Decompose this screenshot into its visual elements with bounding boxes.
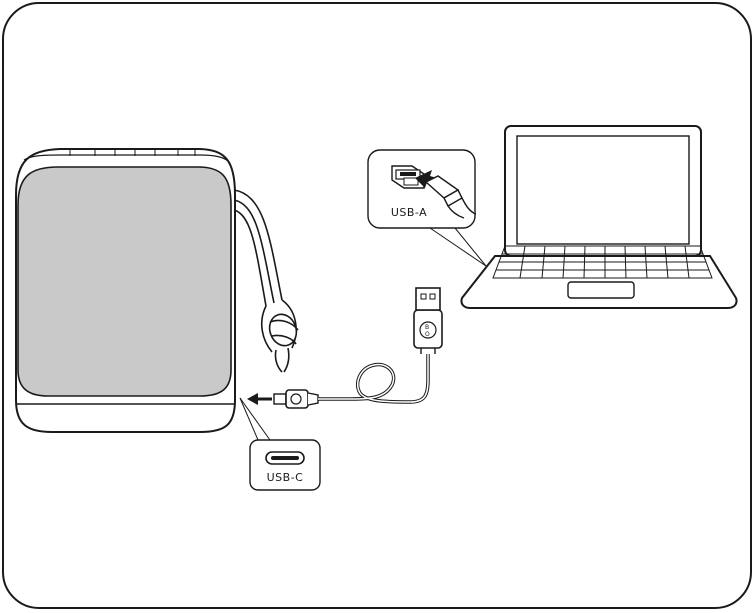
usb-a-plug: B O xyxy=(414,288,442,354)
arrow-left-icon xyxy=(247,393,272,405)
speaker-strap xyxy=(234,190,301,372)
usb-c-label: USB-C xyxy=(267,471,304,484)
laptop-screen xyxy=(517,136,689,244)
usb-cable: B O xyxy=(274,288,442,408)
svg-text:B: B xyxy=(425,324,429,331)
usb-a-label: USB-A xyxy=(391,206,427,219)
laptop xyxy=(461,126,736,308)
svg-text:O: O xyxy=(425,331,430,338)
speaker-grille xyxy=(18,167,231,396)
speaker xyxy=(16,149,301,432)
usb-c-plug xyxy=(274,390,318,408)
usb-a-callout: USB-A xyxy=(368,150,486,266)
usb-c-callout: USB-C xyxy=(240,398,320,490)
